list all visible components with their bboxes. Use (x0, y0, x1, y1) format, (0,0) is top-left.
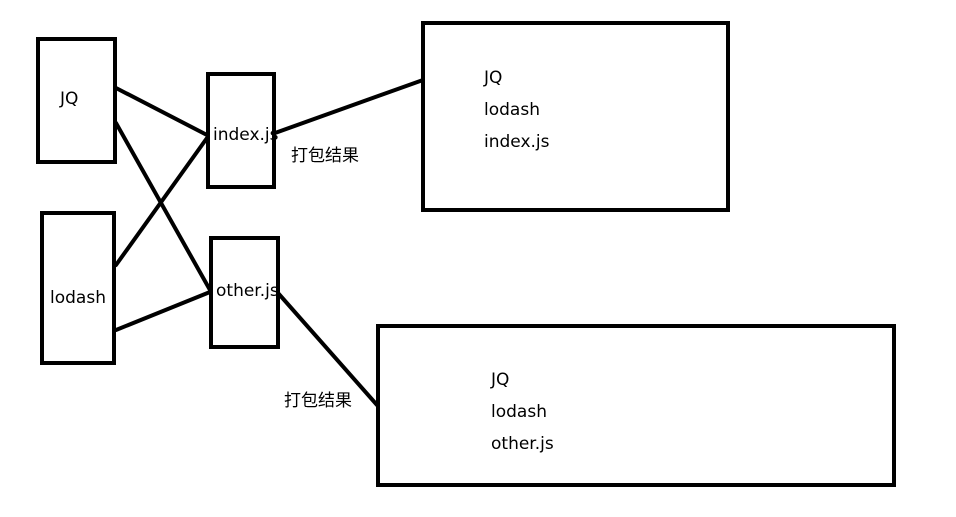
bundle-item: JQ (491, 370, 510, 390)
edge-lodash-to-index (114, 136, 209, 267)
bundle-item: lodash (491, 402, 547, 422)
edge-index-to-result (273, 78, 425, 135)
entry-other-box: other.js (209, 236, 280, 349)
bundle-item: index.js (484, 132, 550, 152)
module-jq-box: JQ (36, 37, 117, 164)
edge-jq-to-index (114, 86, 209, 137)
edge-other-to-result (276, 291, 379, 407)
entry-other-label: other.js (216, 281, 279, 301)
bundle-result-other-box: JQ lodash other.js (376, 324, 896, 487)
module-lodash-label: lodash (50, 288, 106, 308)
bundle-item: lodash (484, 100, 540, 120)
edge-jq-to-other (114, 121, 212, 292)
edge-label-other: 打包结果 (284, 391, 352, 411)
edge-label-index: 打包结果 (291, 146, 359, 166)
bundle-result-index-box: JQ lodash index.js (421, 21, 730, 212)
bundle-item: other.js (491, 434, 554, 454)
module-lodash-box: lodash (40, 211, 116, 365)
entry-index-box: index.js (206, 72, 279, 189)
entry-index-label: index.js (213, 125, 279, 145)
bundle-result-other-list: JQ lodash other.js (491, 364, 554, 460)
module-jq-label: JQ (60, 89, 79, 109)
bundle-item: JQ (484, 68, 503, 88)
edge-lodash-to-other (114, 290, 212, 332)
bundle-result-index-list: JQ lodash index.js (484, 62, 550, 158)
